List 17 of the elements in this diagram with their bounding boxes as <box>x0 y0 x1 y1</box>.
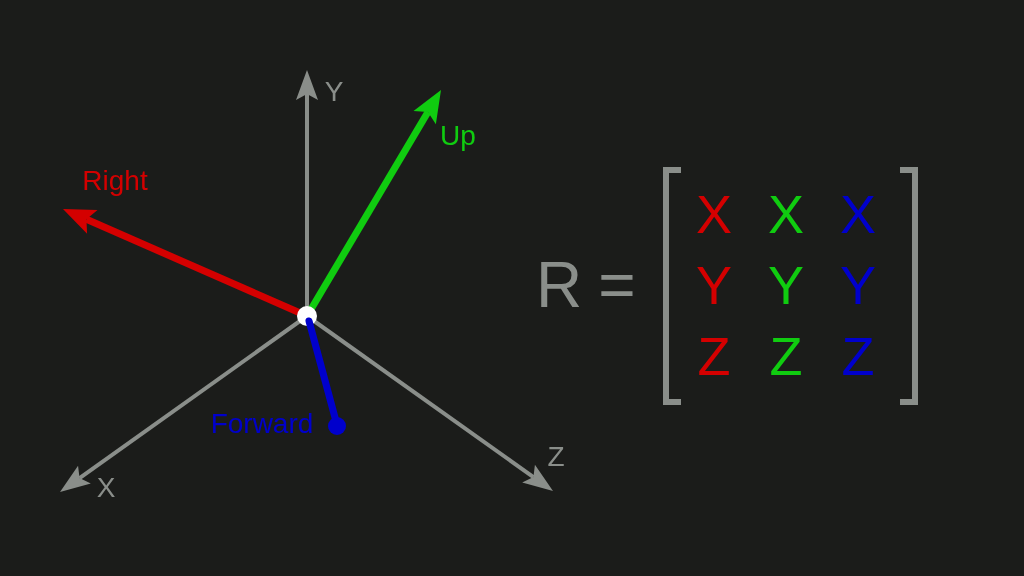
matrix-entry: Y <box>768 258 804 312</box>
matrix-entry: Y <box>696 258 732 312</box>
matrix-entry: X <box>840 187 876 241</box>
matrix-entry: Z <box>697 329 731 383</box>
equals-sign: = <box>598 253 636 317</box>
matrix-entry: Z <box>769 329 803 383</box>
matrix-entry: Z <box>841 329 875 383</box>
matrix-entry: Y <box>840 258 876 312</box>
axis-label: Z <box>547 443 565 471</box>
matrix-symbol: R <box>535 253 583 317</box>
matrix-entry: X <box>696 187 732 241</box>
axis-label: Y <box>324 78 344 106</box>
vector-label: Right <box>82 167 148 195</box>
vector-label: Forward <box>210 410 314 438</box>
axis-label: X <box>96 474 116 502</box>
vector-label: Up <box>440 122 476 150</box>
matrix-entry: X <box>768 187 804 241</box>
